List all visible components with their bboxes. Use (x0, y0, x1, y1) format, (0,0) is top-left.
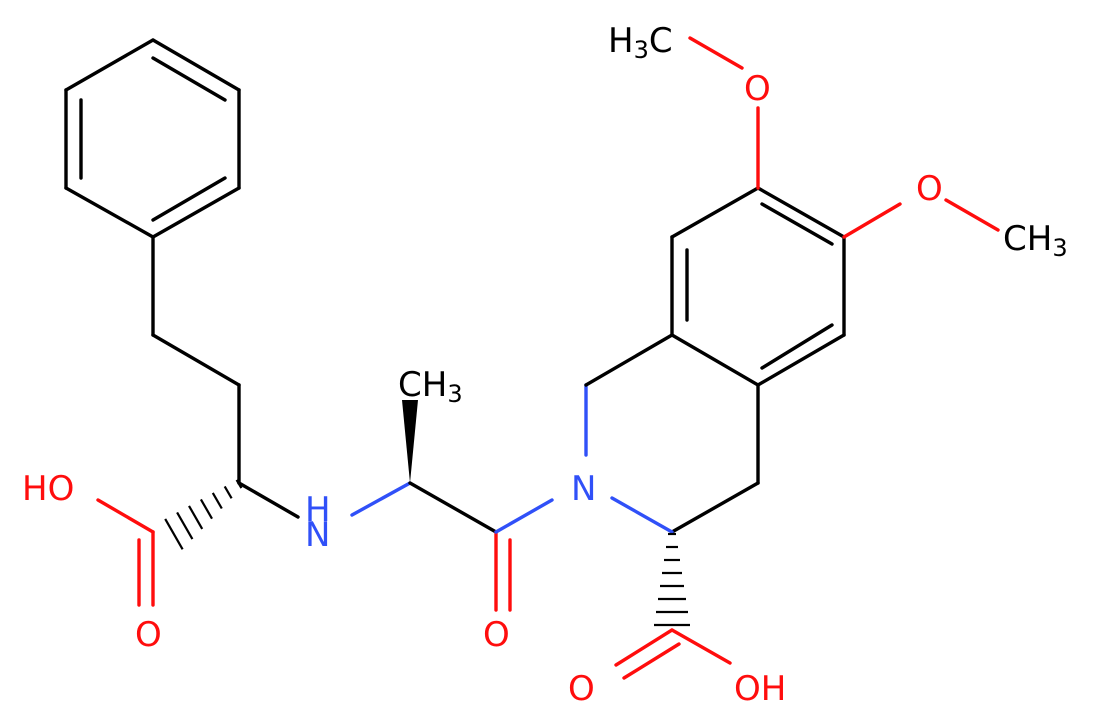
oxygen-top-label: O (744, 69, 771, 109)
dimethoxy-benzene-ring (670, 186, 846, 387)
left-carboxyl (96, 498, 155, 607)
methyl-right-label: CH3 (1003, 219, 1068, 262)
hydroxyl-bottom-label: OH (734, 669, 786, 709)
bold-wedge-methyl (402, 400, 418, 483)
methyl-mid-label: CH3 (398, 365, 463, 408)
methoxy-bonds (688, 36, 1000, 239)
amine-hydrogen-label: H (305, 490, 331, 530)
amide-bonds (408, 481, 554, 612)
ring-nitrogen-label: N (571, 469, 596, 509)
tetrahydroisoquinoline-ring (584, 333, 760, 534)
carbonyl-oxygen-left-label: O (135, 615, 162, 655)
hashed-wedge-left (164, 479, 243, 550)
side-chain (151, 235, 300, 519)
hashed-wedge-bottom (654, 532, 690, 627)
hydroxyl-left-label: HO (22, 469, 74, 509)
carbonyl-oxygen-bottom-label: O (568, 669, 595, 709)
amide-oxygen-label: O (483, 615, 510, 655)
methyl-top-label: H3C (608, 21, 673, 64)
bottom-carboxyl (614, 628, 732, 680)
phenyl-ring (64, 38, 241, 239)
oxygen-right-label: O (916, 169, 943, 209)
amine-nitrogen-label: N (305, 515, 330, 555)
amine-bonds (350, 481, 412, 517)
